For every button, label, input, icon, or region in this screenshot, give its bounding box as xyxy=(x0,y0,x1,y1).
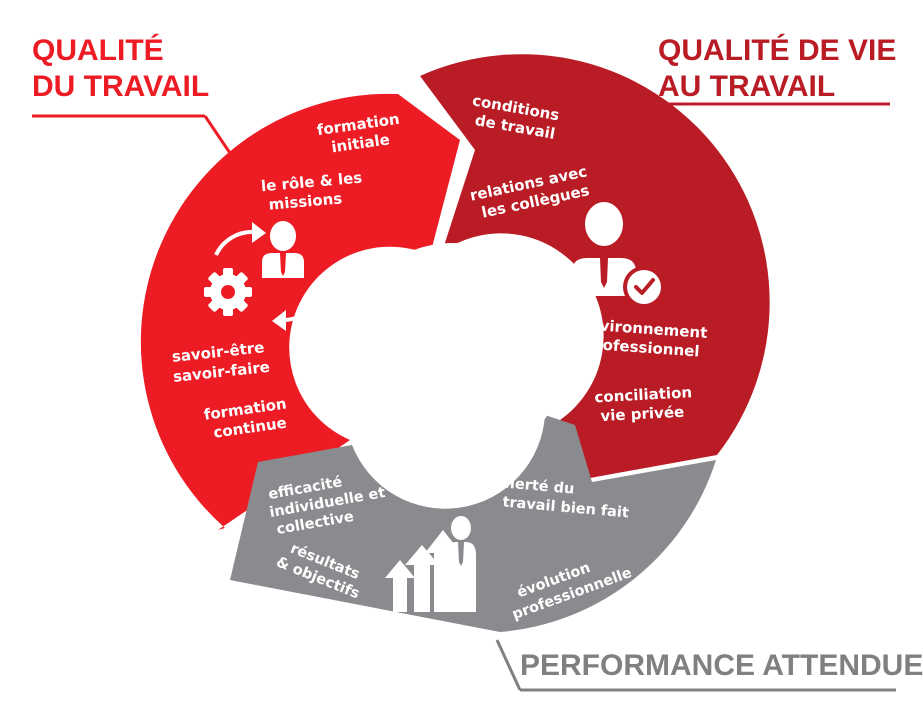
label-environnement: environnement professionnel xyxy=(578,315,708,360)
person-check-icon xyxy=(572,202,665,308)
title-qualite-de-vie: QUALITÉ DE VIE AU TRAVAIL xyxy=(658,33,896,103)
title-performance: PERFORMANCE ATTENDUE xyxy=(520,649,923,682)
callout-line-right-diag xyxy=(620,103,660,153)
segment-qualite-du-travail xyxy=(140,93,460,531)
callout-line-left-diag xyxy=(203,115,240,166)
cycle-arrow-head-bottom xyxy=(272,310,286,331)
cycle-arrows-icon xyxy=(214,229,324,323)
svg-text:DU TRAVAIL: DU TRAVAIL xyxy=(32,70,209,103)
segment-performance xyxy=(230,415,716,632)
cycle-arrow-head-top xyxy=(252,222,266,243)
person-icon xyxy=(262,221,304,278)
person-icon-performance xyxy=(446,516,476,612)
svg-text:AU TRAVAIL: AU TRAVAIL xyxy=(658,70,835,103)
svg-text:vie privée: vie privée xyxy=(600,403,685,425)
title-qualite-du-travail: QUALITÉ DU TRAVAIL xyxy=(32,33,209,103)
center-hole xyxy=(341,243,565,467)
label-conciliation: conciliation vie privée xyxy=(594,383,692,425)
gear-icon xyxy=(204,268,252,316)
callout-line-bottom-diag xyxy=(495,639,522,691)
svg-text:conciliation: conciliation xyxy=(594,383,692,406)
svg-text:QUALITÉ DE VIE: QUALITÉ DE VIE xyxy=(658,33,896,67)
svg-text:QUALITÉ: QUALITÉ xyxy=(32,33,164,67)
svg-text:fierté du: fierté du xyxy=(504,476,575,498)
